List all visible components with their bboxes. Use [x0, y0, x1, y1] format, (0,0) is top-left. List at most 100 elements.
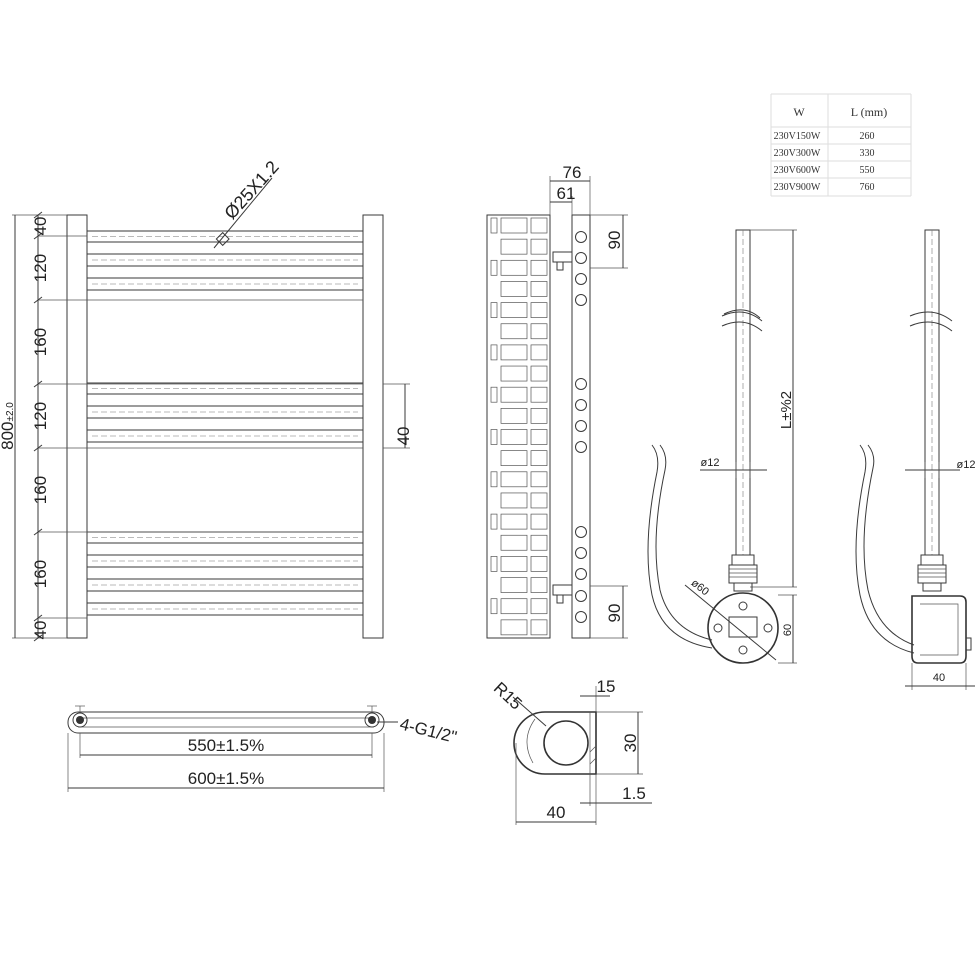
- brick: [530, 471, 548, 488]
- rail-bar: [86, 602, 364, 616]
- element-side-cable: [863, 444, 915, 646]
- side-dim-90-bottom: 90: [605, 604, 624, 623]
- element-minus-button[interactable]: [713, 623, 723, 633]
- dim-left-120-b: 120: [31, 402, 50, 430]
- element-cable: [655, 444, 713, 641]
- brick-pattern: [490, 217, 548, 636]
- brick: [500, 556, 528, 572]
- bar-holes: [575, 231, 587, 623]
- dim-left-40-bottom: 40: [31, 621, 50, 640]
- bar-hole: [575, 611, 587, 623]
- table-cell: 760: [860, 182, 875, 193]
- side-dim-76: 76: [563, 163, 582, 182]
- section-radius-label: R15: [490, 678, 526, 713]
- rail-bar: [86, 230, 364, 243]
- table-cell: 550: [860, 165, 875, 176]
- brick: [530, 259, 548, 276]
- section-view: R15 15 30 1.5 40: [490, 677, 652, 825]
- bar-hole: [575, 273, 587, 285]
- brick: [530, 217, 548, 234]
- front-view: 40 120 160 120 160 160 40 800±2.0 Ø25X1.…: [0, 157, 413, 642]
- rail-bar: [86, 554, 364, 568]
- table-cell: 230V300W: [774, 148, 821, 159]
- dim-left-160-b: 160: [31, 476, 50, 504]
- brick: [500, 534, 528, 551]
- brick: [530, 238, 548, 255]
- brick: [490, 217, 498, 234]
- brick: [490, 556, 498, 572]
- brick: [530, 323, 548, 340]
- brick: [530, 281, 548, 297]
- table-cell: 230V600W: [774, 165, 821, 176]
- brick: [500, 577, 528, 593]
- brick: [530, 513, 548, 530]
- brick: [490, 471, 498, 488]
- brick: [530, 302, 548, 318]
- section-width-label: 40: [547, 803, 566, 822]
- bar-hole: [575, 420, 587, 432]
- rail-bar: [86, 405, 364, 419]
- brick: [530, 577, 548, 593]
- table-cell: 260: [860, 131, 875, 142]
- bottom-bracket: [552, 584, 573, 596]
- right-connection: [364, 712, 380, 728]
- table-header-w: W: [793, 105, 805, 119]
- brick: [490, 429, 498, 445]
- brick: [530, 492, 548, 509]
- tube-spec-label: Ø25X1.2: [220, 157, 282, 223]
- profile-outline: [513, 711, 597, 775]
- bar-hole: [575, 252, 587, 264]
- brick: [500, 619, 528, 636]
- dim-left-160-a: 160: [31, 328, 50, 356]
- brick: [530, 556, 548, 572]
- element-side-view: ø12 40: [855, 229, 976, 690]
- element-side-body: [911, 595, 967, 664]
- brick: [530, 386, 548, 403]
- brick: [500, 323, 528, 340]
- brick: [490, 259, 498, 276]
- top-bracket: [552, 251, 573, 263]
- bar-hole: [575, 294, 587, 306]
- rail-bar: [86, 277, 364, 291]
- element-mode-button[interactable]: [738, 645, 748, 655]
- bottom-view: 550±1.5% 600±1.5% 4-G1/2": [67, 705, 459, 792]
- rail-bar: [86, 429, 364, 443]
- element-body-height: 60: [782, 624, 794, 636]
- bar-hole: [575, 231, 587, 243]
- spec-table: W L (mm) 230V150W 260 230V300W 330 230V6…: [770, 93, 912, 197]
- element-display: [728, 616, 758, 638]
- side-upright: [571, 214, 591, 639]
- rail-bar: [86, 382, 364, 395]
- element-side-rod-diameter: ø12: [957, 459, 976, 471]
- dim-left-120-a: 120: [31, 254, 50, 282]
- brick: [500, 513, 528, 530]
- bar-hole: [575, 590, 587, 602]
- dim-left-40-top: 40: [31, 217, 50, 236]
- brick: [500, 365, 528, 382]
- table-cell: 330: [860, 148, 875, 159]
- element-plus-button[interactable]: [763, 623, 773, 633]
- rail-bars: [38, 230, 364, 619]
- element-power-button[interactable]: [738, 601, 748, 611]
- bar-hole: [575, 547, 587, 559]
- section-height-label: 30: [621, 734, 640, 753]
- bar-hole: [575, 399, 587, 411]
- section-top-width-label: 15: [597, 677, 616, 696]
- bar-hole: [575, 568, 587, 580]
- brick: [490, 386, 498, 403]
- brick: [500, 429, 528, 445]
- bar-hole: [575, 378, 587, 390]
- brick: [500, 238, 528, 255]
- table-cell: 230V900W: [774, 182, 821, 193]
- dim-left-160-c: 160: [31, 560, 50, 588]
- wall: [486, 214, 551, 639]
- bottom-bar: [67, 711, 385, 734]
- bar-hole: [575, 441, 587, 453]
- brick: [500, 302, 528, 318]
- left-upright: [66, 214, 88, 639]
- profile-tube: [543, 720, 589, 766]
- brick: [500, 598, 528, 615]
- brick: [500, 450, 528, 466]
- brick: [490, 302, 498, 318]
- brick: [500, 386, 528, 403]
